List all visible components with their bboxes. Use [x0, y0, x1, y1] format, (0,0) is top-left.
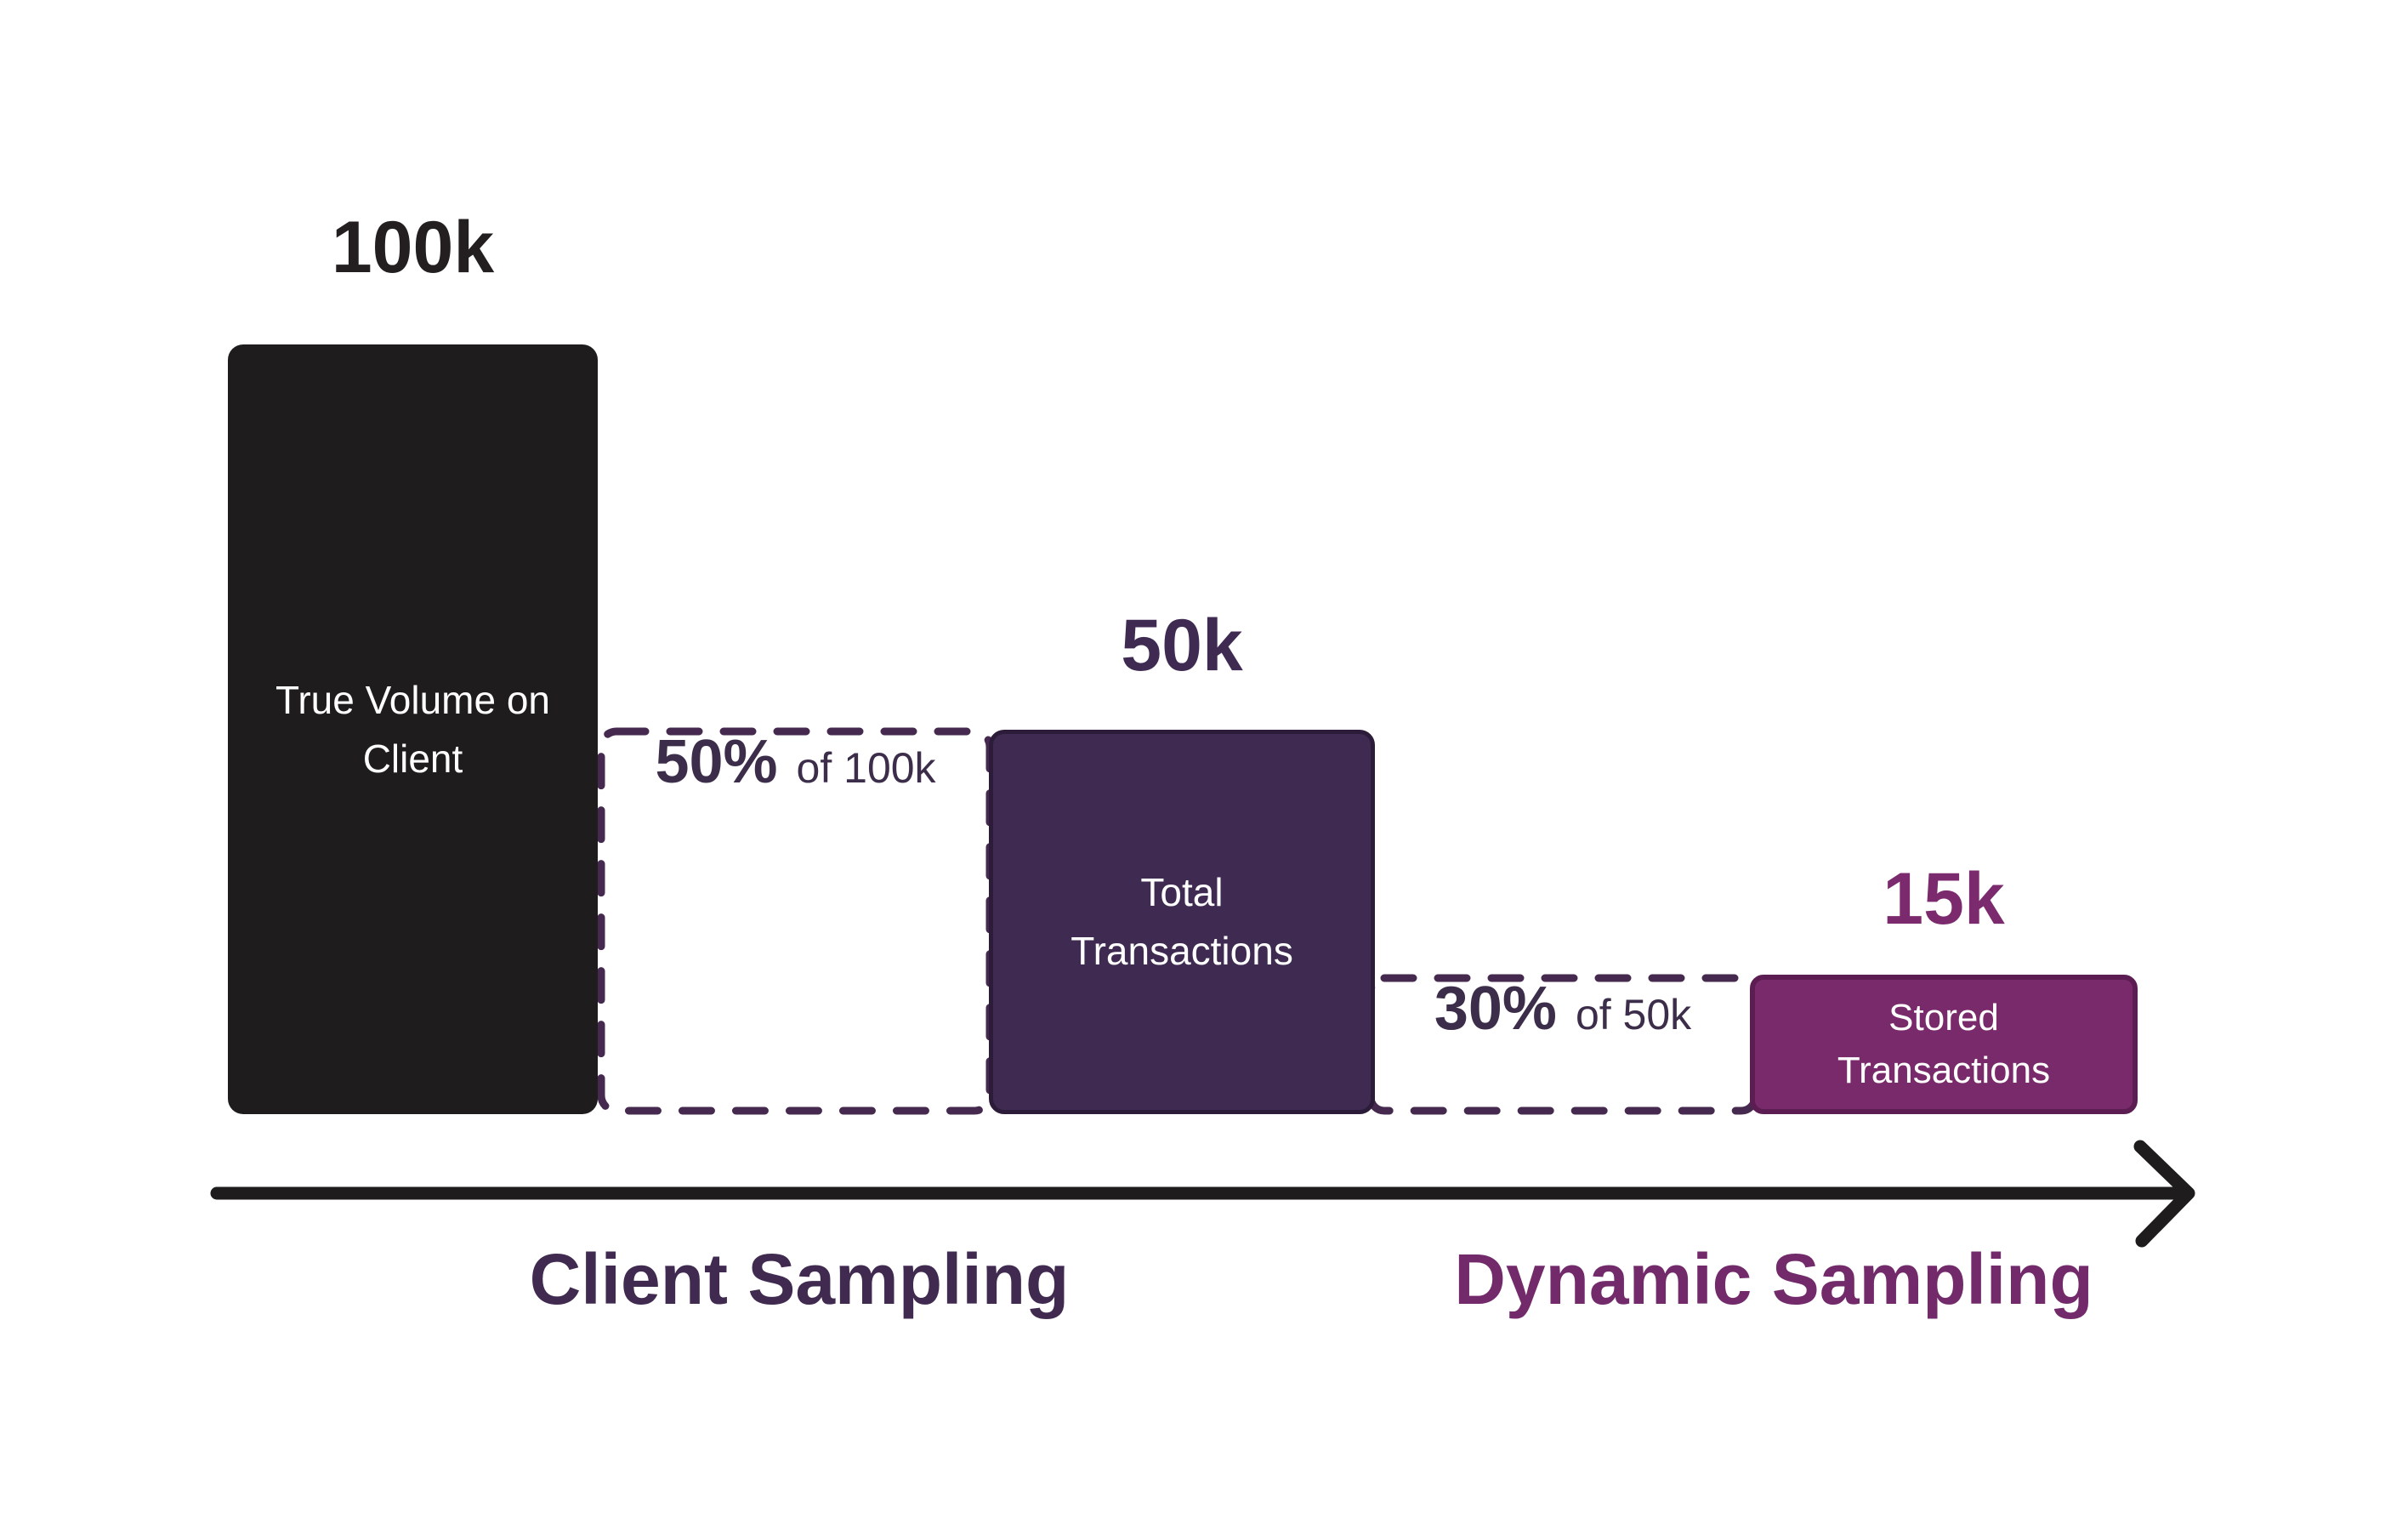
arrow-head-icon [2133, 1140, 2195, 1248]
bar-stored-transactions-label: Stored Transactions [1837, 997, 2051, 1091]
dynamic-sampling-rate-annotation: 30% of 50k [1371, 978, 1755, 1111]
dynamic-sampling-phase-label: Dynamic Sampling [1454, 1239, 2093, 1319]
client-sampling-phase-label: Client Sampling [529, 1239, 1070, 1319]
value-label-100k: 100k [331, 207, 495, 288]
client-sampling-of-text: of 100k [796, 744, 936, 792]
value-label-50k: 50k [1121, 605, 1243, 686]
bar-true-volume-on-client: True Volume on Client [228, 344, 598, 1114]
client-sampling-percent: 50% [655, 728, 778, 796]
timeline-arrow-icon [210, 1140, 2195, 1248]
value-label-15k: 15k [1883, 858, 2005, 940]
bar-total-transactions-label: Total Transactions [1071, 870, 1293, 973]
bar-total-transactions: Total Transactions [989, 730, 1375, 1114]
dynamic-sampling-percent: 30% [1434, 975, 1557, 1043]
dynamic-sampling-of-text: of 50k [1575, 991, 1692, 1038]
client-sampling-rate-annotation: 50% of 100k [601, 731, 990, 1111]
bar-stored-transactions: Stored Transactions [1750, 975, 2138, 1114]
bar-true-volume-label: True Volume on Client [275, 677, 551, 781]
